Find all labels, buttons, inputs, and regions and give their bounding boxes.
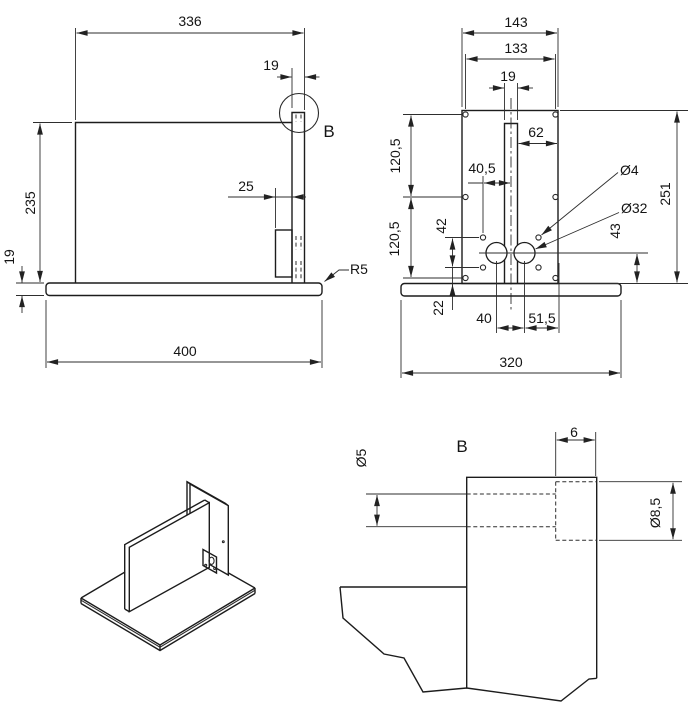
small-hole bbox=[535, 234, 542, 241]
dim-front-base-thickness: 19 bbox=[1, 249, 17, 265]
dim-side-total-h: 251 bbox=[657, 182, 673, 206]
dim-front-height: 235 bbox=[22, 191, 38, 215]
dim-front-width-top: 336 bbox=[178, 13, 202, 29]
dim-side-big-hole: Ø32 bbox=[621, 200, 648, 216]
front-panel-outline bbox=[74, 121, 292, 283]
dim-side-row-bottom: 120,5 bbox=[386, 221, 402, 256]
small-hole bbox=[479, 234, 487, 241]
corner-hole bbox=[552, 193, 559, 201]
front-block-outline bbox=[274, 229, 293, 278]
detail-b-circle bbox=[278, 92, 320, 134]
iso-corner-hole bbox=[221, 540, 225, 544]
isometric-view bbox=[80, 480, 256, 652]
corner-hole bbox=[552, 274, 559, 282]
dim-front-fillet: R5 bbox=[350, 261, 368, 277]
iso-big-hole bbox=[208, 556, 215, 565]
detail-view-b: B 6 Ø5 Ø8,5 bbox=[339, 424, 682, 702]
dim-front-base-width: 400 bbox=[173, 343, 197, 359]
corner-hole bbox=[462, 111, 469, 118]
dim-side-hole-span: 133 bbox=[504, 40, 528, 56]
leader-dia4 bbox=[541, 172, 619, 236]
side-extension-lines bbox=[400, 28, 688, 378]
dim-side-hole-x: 40,5 bbox=[468, 160, 495, 176]
dim-side-width-outer: 143 bbox=[504, 14, 528, 30]
front-view: 336 19 25 235 19 400 R5 B bbox=[1, 13, 368, 368]
detail-extension-lines bbox=[366, 432, 682, 541]
small-hole bbox=[535, 264, 542, 271]
dim-front-block: 25 bbox=[238, 178, 254, 194]
iso-panel bbox=[124, 499, 210, 613]
detail-hidden-hole bbox=[466, 481, 597, 541]
iso-end-plate bbox=[186, 480, 229, 577]
corner-hole bbox=[462, 193, 469, 201]
iso-small-hole bbox=[213, 566, 217, 571]
side-base-plate bbox=[400, 282, 622, 297]
front-hidden-holes bbox=[295, 114, 302, 280]
front-extension-lines bbox=[16, 28, 323, 368]
corner-hole bbox=[462, 274, 469, 282]
dim-detail-cbore: Ø8,5 bbox=[647, 498, 663, 529]
dim-detail-hole: Ø5 bbox=[353, 448, 369, 467]
front-detail-label: B bbox=[323, 122, 334, 141]
dim-side-hole-pair: 42 bbox=[433, 218, 449, 234]
front-edge-plate-strip bbox=[291, 111, 306, 283]
front-base-plate bbox=[45, 282, 323, 297]
dim-side-row-top: 120,5 bbox=[387, 138, 403, 173]
detail-plate-outline bbox=[466, 476, 598, 688]
side-view: 143 133 19 62 120,5 120,5 40,5 42 22 Ø4 … bbox=[386, 14, 688, 378]
iso-small-hole bbox=[204, 563, 208, 567]
dim-front-plate-thickness: 19 bbox=[263, 57, 279, 73]
fillet-r5-leader bbox=[324, 269, 349, 282]
dim-detail-depth: 6 bbox=[570, 424, 578, 440]
small-hole bbox=[479, 264, 487, 271]
dim-side-rib: 19 bbox=[500, 68, 516, 84]
detail-break-line bbox=[339, 586, 597, 702]
dim-side-rib-edge: 62 bbox=[528, 124, 544, 140]
dim-side-small-hole: Ø4 bbox=[620, 162, 639, 178]
detail-label: B bbox=[456, 437, 467, 456]
dim-side-bottom-gap: 22 bbox=[430, 300, 446, 316]
dim-side-center-h: 43 bbox=[607, 223, 623, 239]
iso-block bbox=[202, 548, 218, 575]
corner-hole bbox=[552, 111, 559, 118]
dim-side-center-left: 40 bbox=[476, 310, 492, 326]
leader-dia32 bbox=[535, 212, 620, 250]
dim-side-base-width: 320 bbox=[499, 354, 523, 370]
iso-base-edge-line bbox=[80, 589, 256, 648]
iso-base-plate bbox=[80, 571, 256, 652]
dim-side-center-edge: 51,5 bbox=[528, 310, 555, 326]
